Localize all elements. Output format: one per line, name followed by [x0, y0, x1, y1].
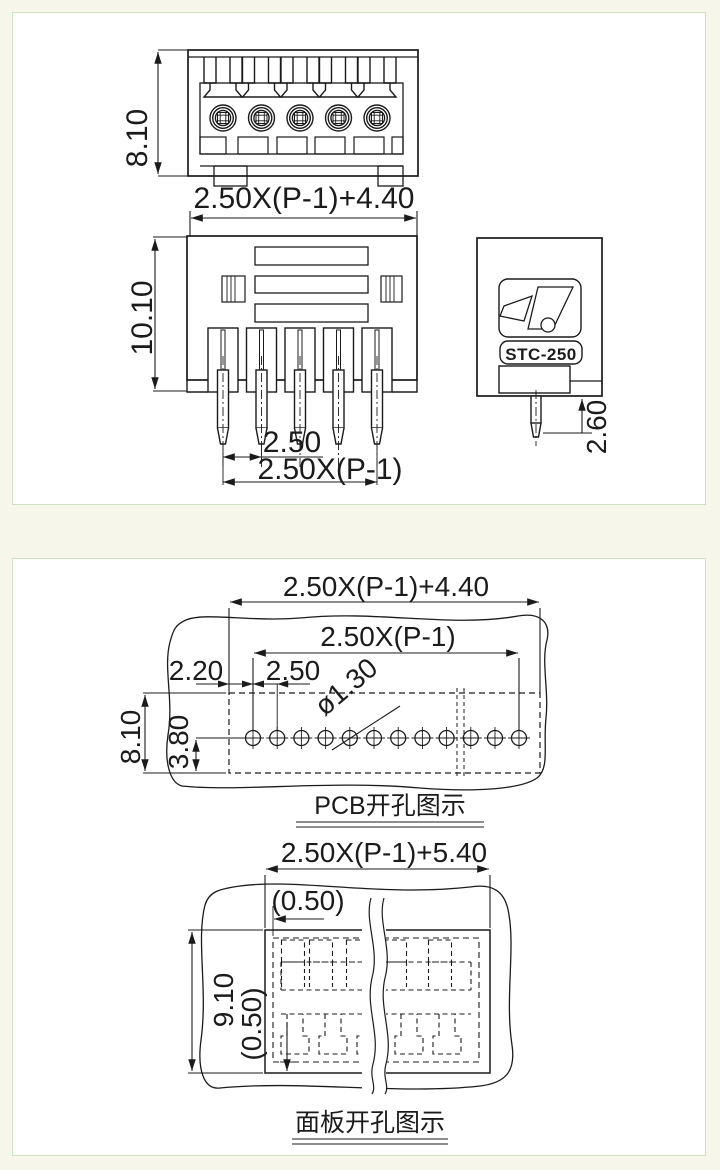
- pcb-footprint-outline: [228, 692, 541, 774]
- side-view: [476, 237, 603, 446]
- connector-views-svg: 8.10 2.50X(P-1)+4.40: [121, 49, 612, 486]
- top-view-tab-left: [213, 165, 248, 187]
- top-view-body: [187, 49, 419, 177]
- panel-cutout-diagram: 2.50X(P-1)+5.40 (0.50) 9.10 (0.50) 面板开孔图…: [188, 837, 514, 1145]
- dim-panel-bottom-clearance: (0.50): [236, 987, 267, 1060]
- panel-outline: [199, 883, 514, 1090]
- pcb-caption: PCB开孔图示: [314, 792, 465, 820]
- terminal-4: [324, 104, 353, 132]
- dim-panel-side-clearance: (0.50): [271, 885, 344, 916]
- pcb-hole-diagram: 2.50X(P-1)+4.40 2.50X(P-1) 2.20 2.50 ø1.…: [115, 571, 549, 828]
- model-label-frame: [499, 340, 583, 365]
- dim-pcb-hole-span: 2.50X(P-1): [320, 621, 455, 652]
- dim-pcb-edge-offset: 2.20: [169, 655, 224, 686]
- dim-front-view-height: 10.10: [126, 280, 159, 355]
- panel-caption: 面板开孔图示: [295, 1109, 445, 1137]
- dim-pcb-row-offset: 3.80: [163, 715, 194, 770]
- mounting-diagrams-svg: 2.50X(P-1)+4.40 2.50X(P-1) 2.20 2.50 ø1.…: [115, 571, 549, 1145]
- top-view-dimensions: [154, 49, 418, 236]
- dim-top-view-height: 8.10: [121, 109, 154, 167]
- brand-logo-frame: [498, 278, 582, 338]
- front-view: [186, 235, 418, 471]
- front-view-dimensions: [151, 236, 378, 486]
- side-view-base-block: [498, 365, 571, 394]
- model-label: STC-250: [505, 345, 577, 364]
- pcb-break-lines: [456, 688, 465, 778]
- front-view-windows: [221, 275, 403, 303]
- brand-logo: [499, 286, 575, 333]
- dim-pin-span: 2.50X(P-1): [257, 453, 402, 486]
- top-view-castellation: [199, 136, 404, 155]
- terminal-3: [286, 104, 314, 132]
- dim-panel-overall-width: 2.50X(P-1)+5.40: [281, 837, 487, 868]
- drawing-panel-connector-views: 8.10 2.50X(P-1)+4.40: [12, 12, 706, 505]
- dim-pin-pitch: 2.50: [263, 426, 321, 459]
- dim-pcb-hole-pitch: 2.50: [266, 655, 321, 686]
- top-view: [187, 49, 419, 187]
- dim-pcb-pattern-height: 8.10: [115, 710, 146, 765]
- side-view-dimensions: [543, 399, 592, 434]
- front-view-slots: [254, 246, 369, 323]
- side-view-body: [476, 237, 603, 397]
- pcb-caption-underline: [296, 821, 484, 828]
- dim-pcb-overall-width: 2.50X(P-1)+4.40: [283, 571, 489, 602]
- terminal-2: [247, 104, 276, 132]
- dim-side-pin-length: 2.60: [581, 400, 612, 455]
- panel-dimensions: [188, 865, 491, 1074]
- pcb-board-outline: [166, 614, 549, 791]
- drawing-panel-mounting-diagrams: 2.50X(P-1)+4.40 2.50X(P-1) 2.20 2.50 ø1.…: [12, 558, 706, 1156]
- pcb-dimensions: [141, 598, 541, 774]
- panel-break-mask: [362, 898, 386, 1094]
- side-view-pin: [530, 390, 542, 446]
- dim-panel-height: 9.10: [208, 973, 239, 1028]
- pcb-holes-row: [241, 726, 531, 750]
- terminal-1: [209, 104, 237, 132]
- dim-top-view-width: 2.50X(P-1)+4.40: [194, 182, 415, 215]
- top-view-tab-right: [377, 165, 404, 187]
- terminal-5: [363, 104, 391, 132]
- panel-caption-underline: [292, 1138, 448, 1145]
- panel-break-lines: [368, 897, 389, 1095]
